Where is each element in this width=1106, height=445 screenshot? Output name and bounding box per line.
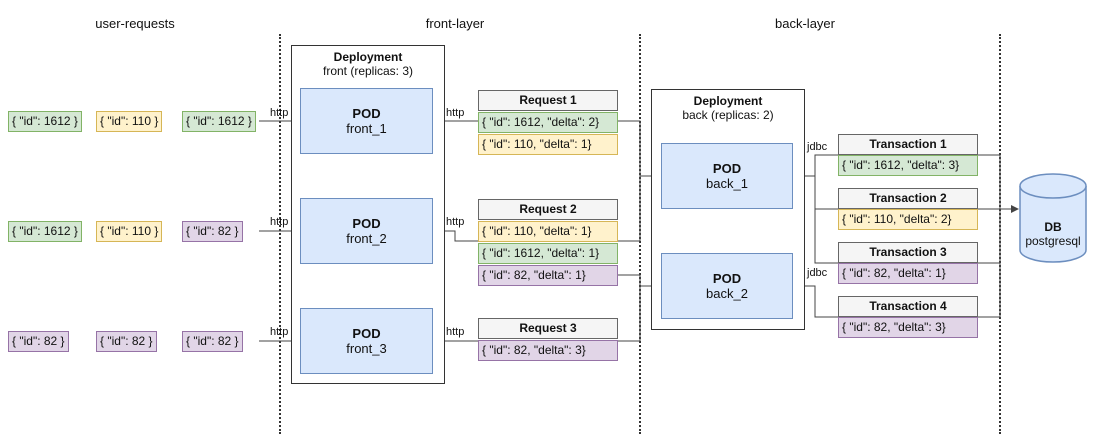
protocol-label-http: http [446,107,465,119]
edge-tx3-to-db [978,209,1001,264]
transaction-2-item: { "id": 110, "delta": 2} [838,209,978,230]
transaction-1-item: { "id": 1612, "delta": 3} [838,155,978,176]
request-2-item: { "id": 1612, "delta": 1} [478,243,618,264]
protocol-label-http: http [270,326,289,338]
user-request-chip: { "id": 82 } [96,331,157,352]
database-title: DB [1044,220,1062,234]
request-3-item: { "id": 82, "delta": 3} [478,340,618,361]
transaction-4-header: Transaction 4 [838,296,978,317]
pod-title: POD [712,271,742,286]
protocol-label-http: http [270,216,289,228]
pod-front-1[interactable]: POD front_1 [300,88,433,154]
lane-divider [279,34,281,434]
edge-request3-to-back2 [618,286,641,342]
transaction-3-header: Transaction 3 [838,242,978,263]
request-2-item: { "id": 110, "delta": 1} [478,221,618,242]
pod-name: front_2 [346,231,387,246]
request-2-item: { "id": 82, "delta": 1} [478,265,618,286]
pod-title: POD [352,326,381,341]
pod-name: front_3 [346,341,387,356]
front-deployment-subtitle: front (replicas: 3) [322,64,414,78]
protocol-label-jdbc: jdbc [807,267,828,279]
request-2-header: Request 2 [478,199,618,220]
request-1-item: { "id": 1612, "delta": 2} [478,112,618,133]
request-3-header: Request 3 [478,318,618,339]
user-request-chip: { "id": 110 } [96,111,163,132]
request-1-item: { "id": 110, "delta": 1} [478,134,618,155]
db-cylinder [1019,173,1087,263]
edge-tx1-to-db [978,154,1018,210]
user-request-chip: { "id": 82 } [182,331,243,352]
transaction-2-header: Transaction 2 [838,188,978,209]
protocol-label-http: http [270,107,289,119]
database: DB postgresql [1020,220,1086,248]
request-1-header: Request 1 [478,90,618,111]
protocol-label-jdbc: jdbc [807,141,828,153]
transaction-4-item: { "id": 82, "delta": 3} [838,317,978,338]
edge-back1-to-tx2 [814,176,838,210]
pod-back-1[interactable]: POD back_1 [661,143,793,209]
pod-name: back_1 [706,176,748,191]
pod-name: back_2 [706,286,748,301]
database-name: postgresql [1025,234,1081,248]
edge-request2-to-back1 [618,176,641,242]
back-deployment-subtitle: back (replicas: 2) [682,108,774,122]
pod-title: POD [352,216,381,231]
back-deployment-title: Deployment [693,94,763,108]
pod-back-2[interactable]: POD back_2 [661,253,793,319]
transaction-1-header: Transaction 1 [838,134,978,155]
protocol-label-http: http [446,216,465,228]
lane-title-back-layer: back-layer [775,16,835,31]
lane-title-user-requests: user-requests [95,16,175,31]
pod-front-2[interactable]: POD front_2 [300,198,433,264]
edge-request1-to-back1 [618,120,662,180]
front-deployment-title: Deployment [333,50,403,64]
user-request-chip: { "id": 1612 } [8,221,82,242]
user-request-chip: { "id": 82 } [182,221,243,242]
user-request-chip: { "id": 110 } [96,221,163,242]
user-request-chip: { "id": 1612 } [8,111,82,132]
transaction-3-item: { "id": 82, "delta": 1} [838,263,978,284]
user-request-chip: { "id": 1612 } [182,111,256,132]
edge-request2-to-back2 [618,274,662,290]
pod-title: POD [712,161,742,176]
edge-tx4-to-db [978,263,1001,318]
edge-back1-to-tx3 [814,209,838,264]
pod-front-3[interactable]: POD front_3 [300,308,433,374]
protocol-label-http: http [446,326,465,338]
user-request-chip: { "id": 82 } [8,331,69,352]
pod-name: front_1 [346,121,387,136]
pod-title: POD [352,106,381,121]
lane-title-front-layer: front-layer [425,16,485,31]
